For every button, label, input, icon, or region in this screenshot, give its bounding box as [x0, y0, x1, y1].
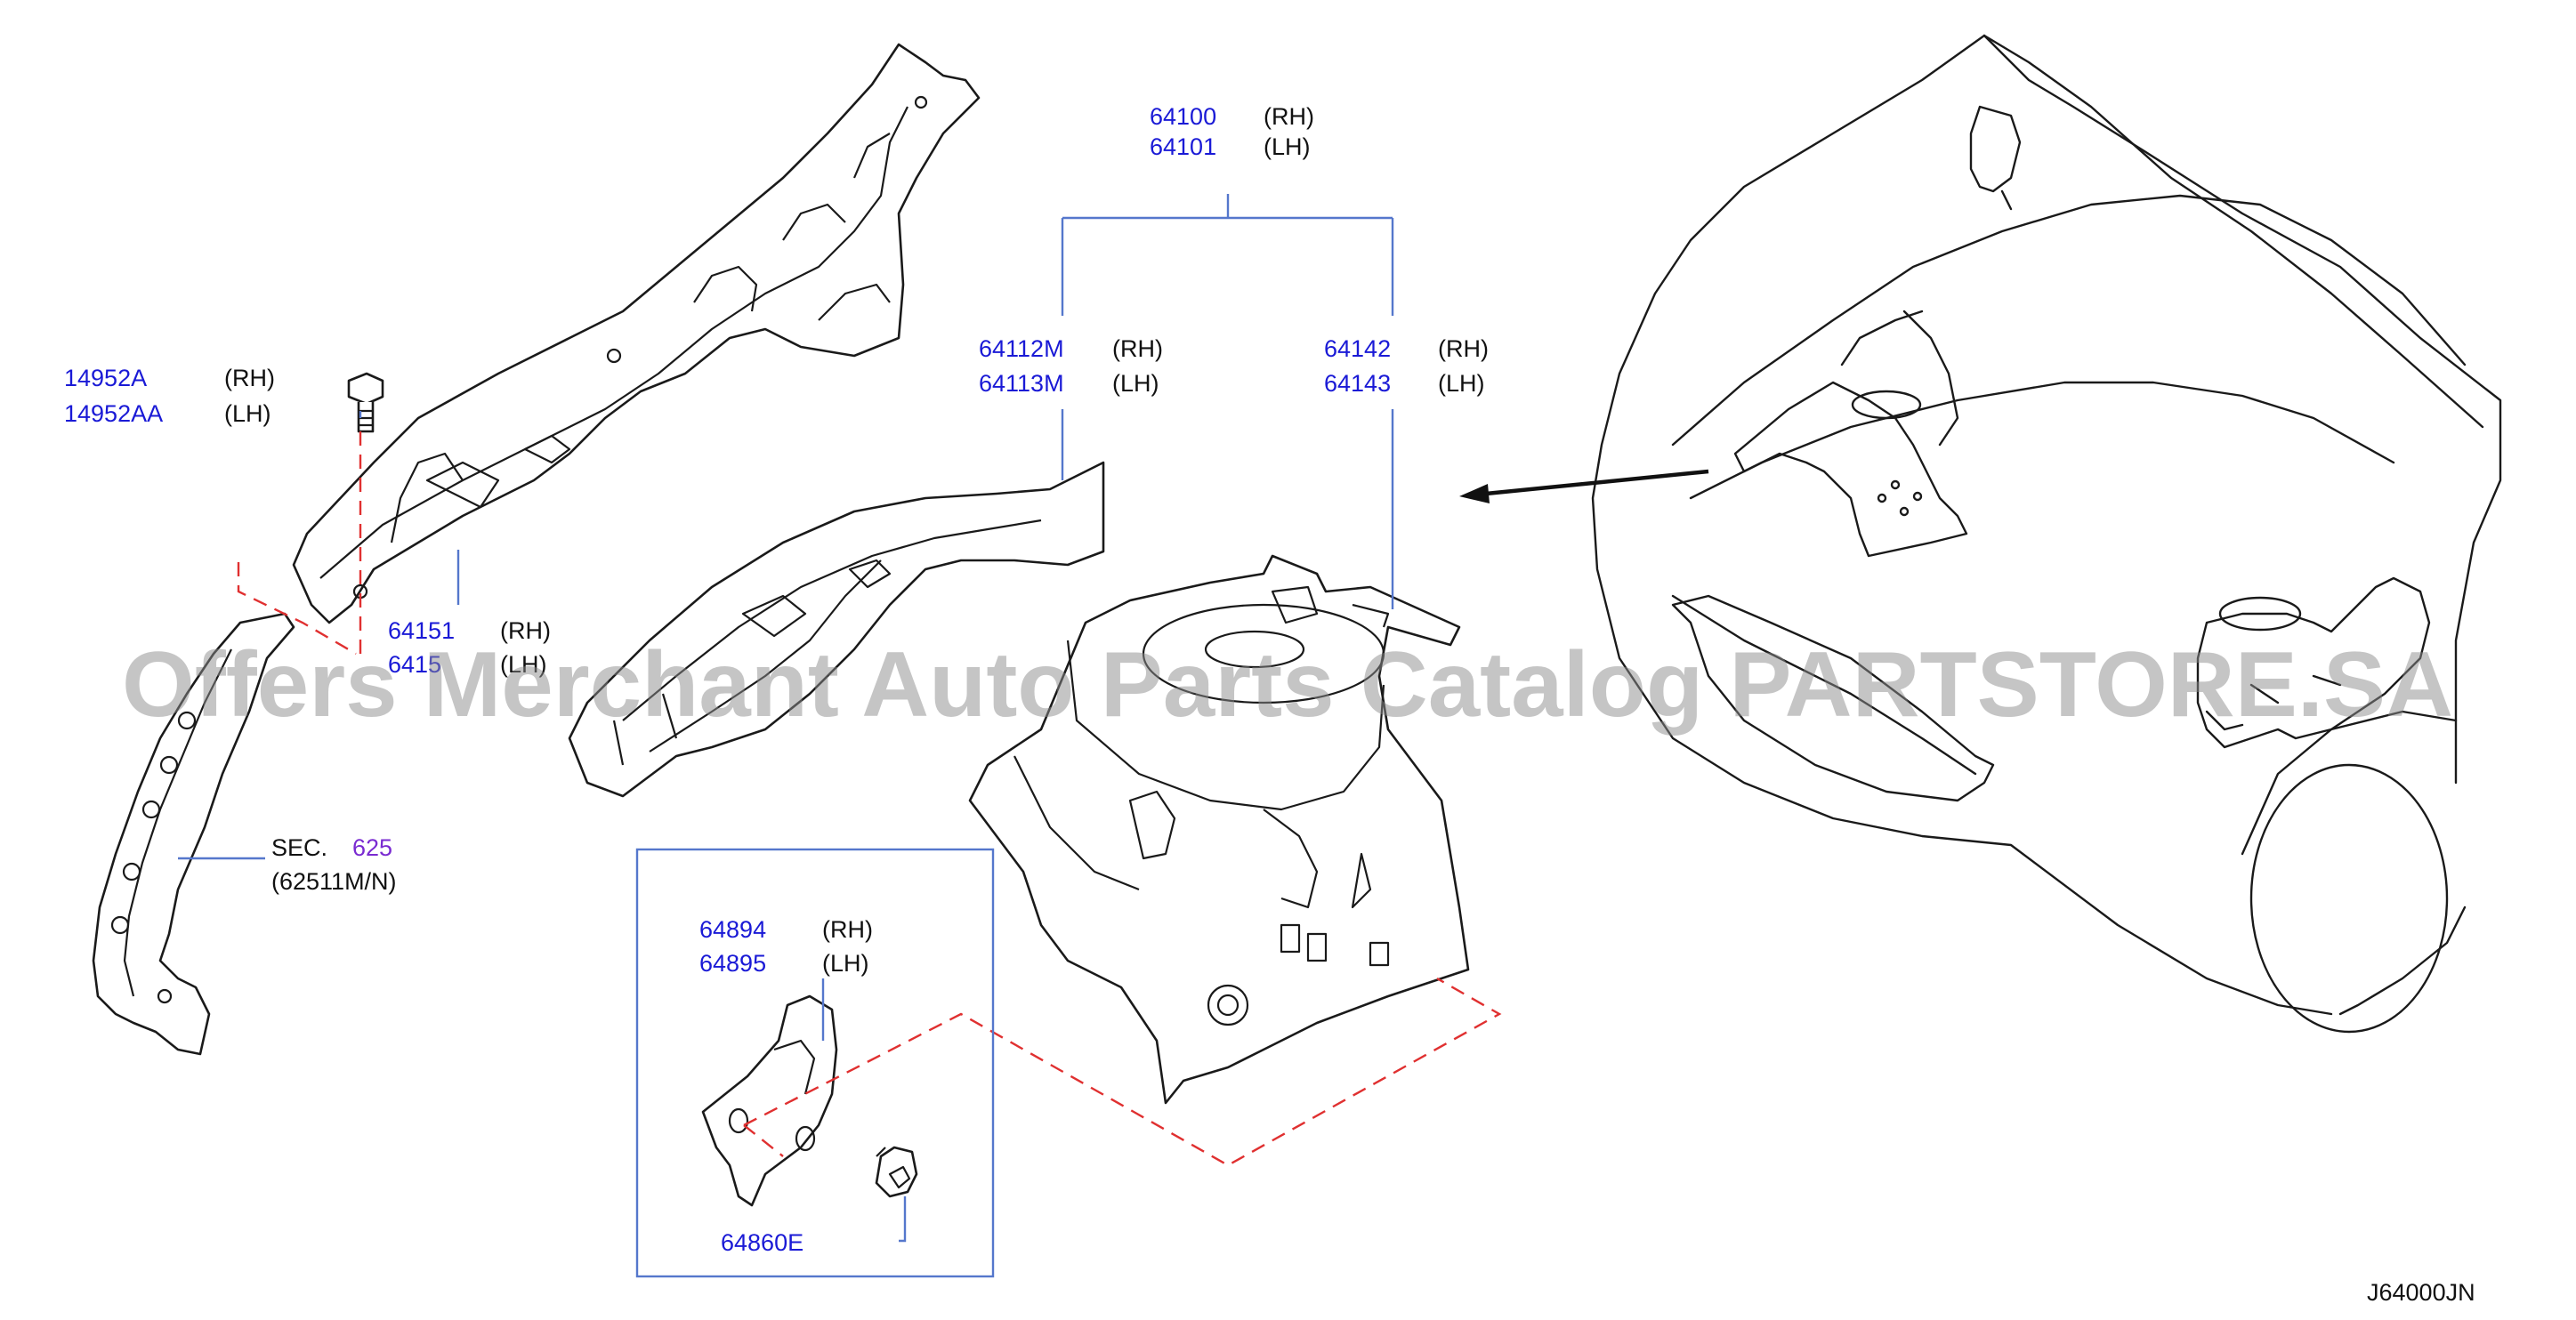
side-label: (LH)	[822, 950, 869, 977]
strut-tower-hoodledge[interactable]	[968, 554, 1470, 1105]
callout-64151[interactable]: 64151 (RH)	[388, 617, 551, 644]
side-label: (LH)	[1264, 133, 1311, 160]
callout-64112m[interactable]: 64112M (RH)	[979, 335, 1163, 362]
wheel-housing-front[interactable]	[568, 461, 1105, 798]
callout-sec-625[interactable]: SEC. 625 (62511M/N)	[271, 834, 397, 895]
part-number: 64860E	[721, 1229, 803, 1256]
section-subref: (62511M/N)	[271, 868, 397, 895]
part-number: 64151	[388, 617, 455, 644]
section-number: 625	[352, 834, 392, 861]
callout-14952a[interactable]: 14952A (RH)	[64, 365, 275, 391]
callout-64152[interactable]: 6415 (LH)	[388, 651, 547, 678]
side-label: (RH)	[224, 365, 275, 391]
side-label: (LH)	[1112, 370, 1159, 397]
side-label: (LH)	[1438, 370, 1485, 397]
part-number: 64101	[1150, 133, 1216, 160]
bolt-14952a[interactable]	[347, 372, 384, 433]
callout-14952aa[interactable]: 14952AA (LH)	[64, 400, 271, 427]
part-number: 64143	[1324, 370, 1391, 397]
hoodledge-upper-reinforcement[interactable]	[292, 43, 981, 624]
section-prefix: SEC.	[271, 834, 327, 861]
watermark: Offers Merchant Auto Parts Catalog PARTS…	[122, 633, 2453, 736]
part-number: 14952AA	[64, 400, 163, 427]
diagram-code: J64000JN	[2367, 1279, 2475, 1306]
side-label: (RH)	[500, 617, 551, 644]
callout-64113m[interactable]: 64113M (LH)	[979, 370, 1159, 397]
side-label: (RH)	[1112, 335, 1163, 362]
part-number: 14952A	[64, 365, 147, 391]
side-label: (RH)	[1264, 103, 1314, 130]
callout-64895[interactable]: 64895 (LH)	[699, 950, 869, 977]
side-label: (LH)	[500, 651, 547, 678]
part-number: 64100	[1150, 103, 1216, 130]
callout-64101[interactable]: 64101 (LH)	[1150, 133, 1311, 160]
part-number: 64112M	[979, 335, 1064, 362]
part-number: 64894	[699, 916, 766, 943]
callout-64100[interactable]: 64100 (RH)	[1150, 103, 1314, 130]
callout-64142[interactable]: 64142 (RH)	[1324, 335, 1489, 362]
side-label: (RH)	[822, 916, 873, 943]
hoodledge-side-member[interactable]	[92, 612, 295, 1056]
part-number: 64113M	[979, 370, 1064, 397]
callout-64143[interactable]: 64143 (LH)	[1324, 370, 1485, 397]
leader-lines	[178, 194, 1394, 1243]
pointer-arrow	[1459, 469, 1709, 503]
clip-64860e[interactable]	[875, 1146, 918, 1198]
detail-inset-box	[635, 848, 995, 1278]
side-label: (RH)	[1438, 335, 1489, 362]
vehicle-overview	[1591, 34, 2502, 1034]
callout-64894[interactable]: 64894 (RH)	[699, 916, 873, 943]
part-number: 64895	[699, 950, 766, 977]
bracket-64894[interactable]	[701, 994, 838, 1207]
part-number: 6415	[388, 651, 441, 678]
part-number: 64142	[1324, 335, 1391, 362]
callout-64860e[interactable]: 64860E	[721, 1229, 803, 1256]
side-label: (LH)	[224, 400, 271, 427]
alignment-dashes	[237, 431, 1502, 1167]
